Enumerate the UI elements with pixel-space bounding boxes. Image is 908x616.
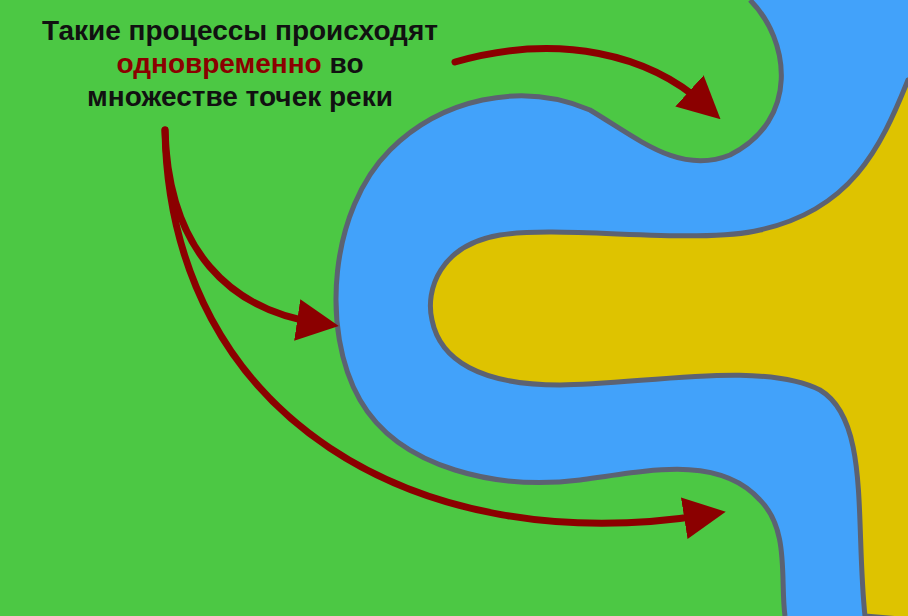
text-line: множестве точек реки	[0, 80, 480, 113]
text-line: Такие процессы происходят	[0, 14, 480, 47]
note-text: множестве точек реки	[87, 81, 393, 112]
arrow	[165, 130, 318, 323]
note-text: во	[330, 48, 364, 79]
arrow	[455, 49, 705, 105]
note-text: одновременно	[116, 48, 321, 79]
sandbar	[430, 78, 908, 616]
note-text: Такие процессы происходят	[42, 15, 438, 46]
arrow	[165, 130, 705, 523]
caption-block: Такие процессы происходятодновременно вом…	[0, 14, 480, 113]
text-line: одновременно во	[0, 47, 480, 80]
